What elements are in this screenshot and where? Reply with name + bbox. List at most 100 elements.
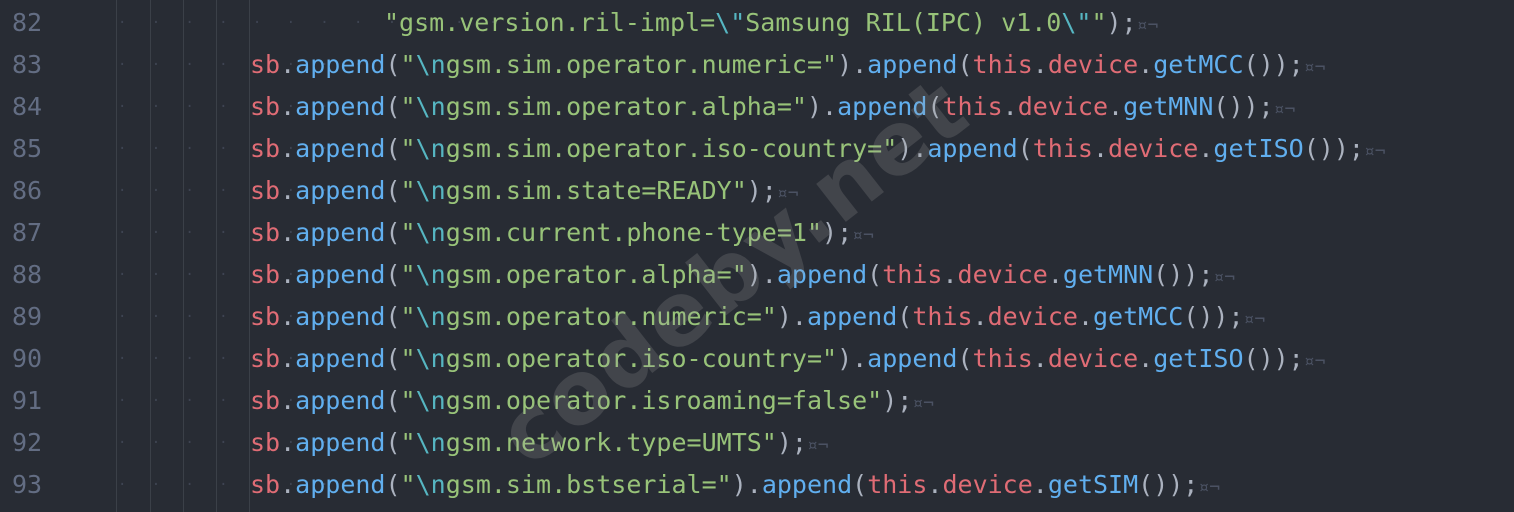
code-line[interactable]: 92· · · · · · · ·sb.append("\ngsm.networ… [0,422,1514,464]
code-token: ). [837,50,868,79]
code-line[interactable]: 87· · · · · · · ·sb.append("\ngsm.curren… [0,212,1514,254]
code-line[interactable]: 88· · · · · · · ·sb.append("\ngsm.operat… [0,254,1514,296]
code-token: ( [1017,134,1033,163]
whitespace-dots: · · · · · · · · [118,351,363,367]
code-token: gsm.current.phone-type=1" [445,218,823,247]
code-token: this [1032,134,1093,163]
code-token: this [972,344,1033,373]
code-token: . [1108,92,1124,121]
code-line[interactable]: 85· · · · · · · ·sb.append("\ngsm.sim.op… [0,128,1514,170]
code-token: . [1032,50,1048,79]
code-token: ); [882,386,913,415]
code-token: . [280,92,296,121]
code-token: \n [415,176,446,205]
code-token: . [280,470,296,499]
code-line[interactable]: 93· · · · · · · ·sb.append("\ngsm.sim.bs… [0,464,1514,506]
code-text: sb.append("\ngsm.sim.state=READY");¤¬ [250,170,799,215]
code-token: gsm.operator.alpha=" [445,260,747,289]
code-token: ); [746,176,777,205]
code-line[interactable]: 89· · · · · · · ·sb.append("\ngsm.operat… [0,296,1514,338]
code-token: ( [385,344,401,373]
code-token: ( [957,344,973,373]
code-token: . [1032,344,1048,373]
code-token: getMCC [1093,302,1184,331]
code-line[interactable]: 91· · · · · · · ·sb.append("\ngsm.operat… [0,380,1514,422]
end-of-line-marker: ¤¬ [1213,267,1236,288]
code-token: . [1002,92,1018,121]
code-token: sb [250,92,281,121]
code-token: ( [385,428,401,457]
whitespace-dots: · · · · · · · · [118,225,363,241]
code-token: . [1138,344,1154,373]
code-token: sb [250,470,281,499]
end-of-line-marker: ¤¬ [1303,57,1326,78]
code-token: gsm.sim.operator.numeric=" [445,50,838,79]
code-token: . [280,386,296,415]
code-token: ( [385,50,401,79]
code-text: sb.append("\ngsm.network.type=UMTS");¤¬ [250,422,829,467]
code-token: ). [897,134,928,163]
code-token: gsm.operator.iso-country=" [445,344,838,373]
code-token: append [295,92,386,121]
code-token: getISO [1153,344,1244,373]
end-of-line-marker: ¤¬ [1198,477,1221,498]
code-token: " [400,218,416,247]
code-token: . [1077,302,1093,331]
code-token: sb [250,218,281,247]
code-token: ( [852,470,868,499]
code-token: ( [385,134,401,163]
whitespace-dots: · · · · · · · · [118,183,363,199]
indent-guide [116,0,117,512]
code-token: . [927,470,943,499]
code-token: device [1108,134,1199,163]
code-token: \n [415,470,446,499]
code-text: "gsm.version.ril-impl=\"Samsung RIL(IPC)… [384,2,1158,47]
code-text: sb.append("\ngsm.operator.iso-country=")… [250,338,1325,383]
code-token: \n [415,92,446,121]
whitespace-dots: · · · · · · · · [118,57,363,73]
code-token: ( [385,386,401,415]
code-token: "gsm.version.ril-impl= [384,8,716,37]
code-text: sb.append("\ngsm.operator.isroaming=fals… [250,380,934,425]
indent-guide [183,0,184,512]
code-token: . [942,260,958,289]
code-line[interactable]: 84· · · · · · · ·sb.append("\ngsm.sim.op… [0,86,1514,128]
code-token: getSIM [1047,470,1139,499]
code-line[interactable]: 86· · · · · · · ·sb.append("\ngsm.sim.st… [0,170,1514,212]
code-token: \" [715,8,746,37]
code-line[interactable]: 83· · · · · · · ·sb.append("\ngsm.sim.op… [0,44,1514,86]
code-token: " [1091,8,1107,37]
code-token: append [927,134,1018,163]
code-token: " [400,134,416,163]
code-token: append [295,218,386,247]
code-line[interactable]: 90· · · · · · · ·sb.append("\ngsm.operat… [0,338,1514,380]
line-number: 89 [12,302,43,331]
line-number: 88 [12,260,43,289]
code-token: \n [415,344,446,373]
code-token: append [806,302,898,331]
line-number: 84 [12,92,43,121]
code-token: append [776,260,868,289]
code-token: this [942,92,1003,121]
code-line[interactable]: 82· · · · · · · · · · · · · ·"gsm.versio… [0,2,1514,44]
code-token: . [280,302,296,331]
code-token: \n [415,386,446,415]
code-token: device [942,470,1033,499]
code-token: sb [250,344,281,373]
code-token: ( [897,302,913,331]
code-token: append [295,470,386,499]
code-token: gsm.network.type=UMTS" [445,428,777,457]
line-number: 85 [12,134,43,163]
code-token: ()); [1153,260,1214,289]
code-token: ); [822,218,853,247]
code-token: " [400,344,416,373]
code-token: \n [415,302,446,331]
code-token: this [882,260,943,289]
code-token: ( [927,92,943,121]
code-token: this [912,302,973,331]
code-token: getMCC [1153,50,1244,79]
code-token: . [280,50,296,79]
code-token: gsm.sim.bstserial=" [445,470,732,499]
code-token: sb [250,260,281,289]
